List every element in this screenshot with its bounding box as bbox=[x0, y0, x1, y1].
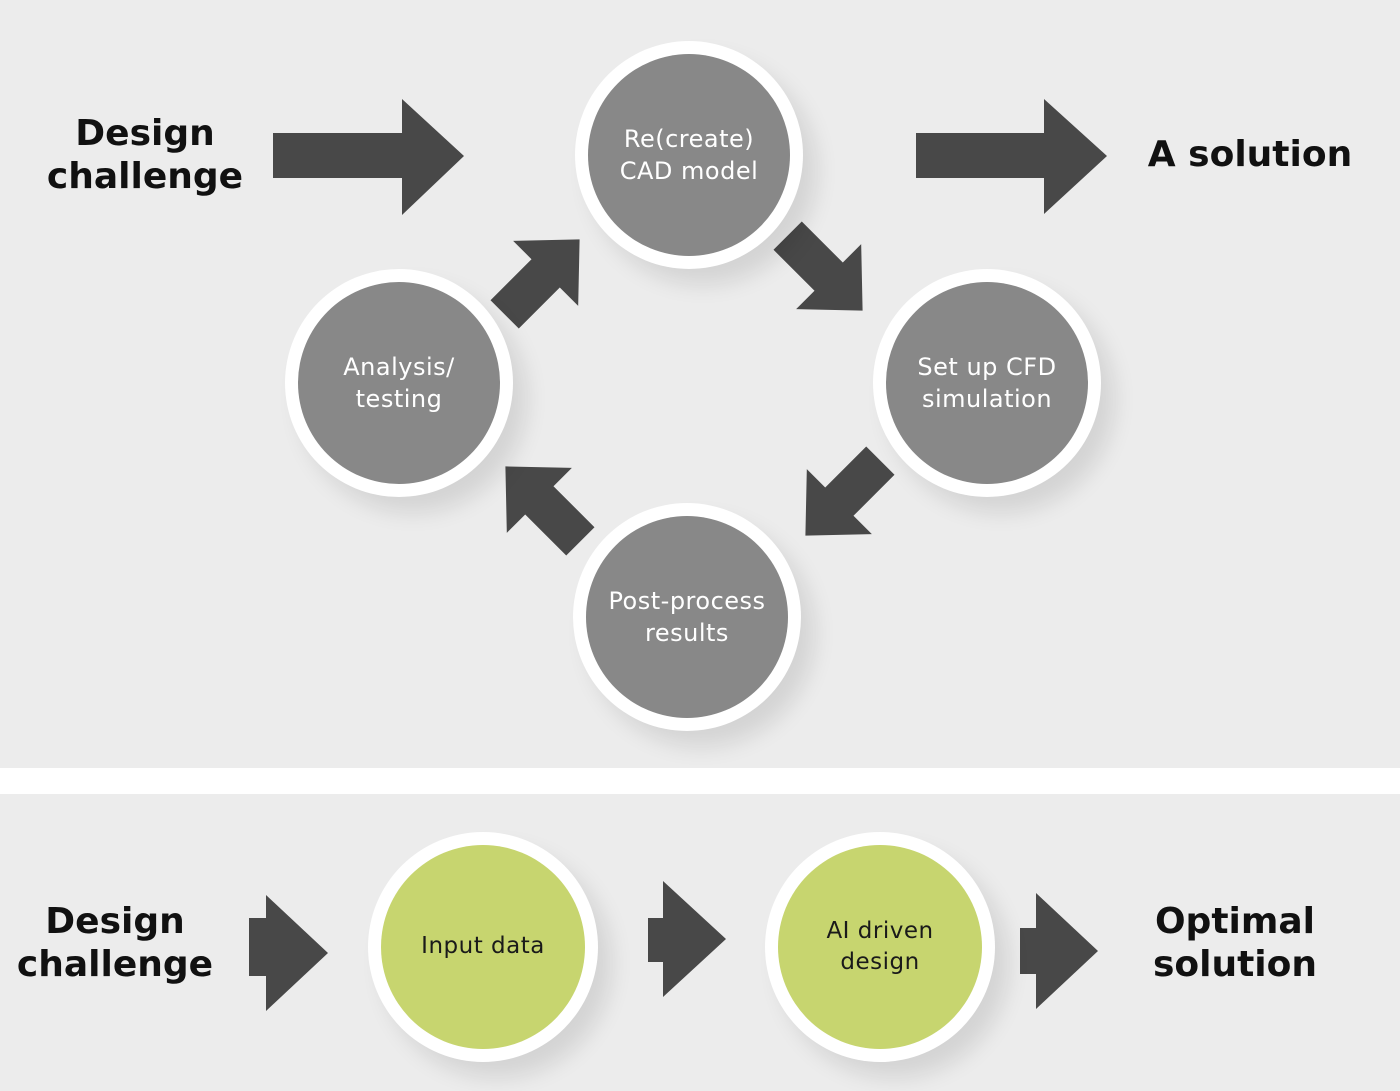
design-challenge-label: Design challenge bbox=[46, 113, 244, 198]
node-input-data-label: Input data bbox=[381, 845, 585, 1049]
node-setup-cfd-label: Set up CFD simulation bbox=[886, 282, 1088, 484]
node-post-process-label: Post-process results bbox=[586, 516, 788, 718]
a-solution-label: A solution bbox=[1147, 134, 1353, 175]
node-recreate-cad: Re(create) CAD model bbox=[575, 41, 803, 269]
node-recreate-cad-label: Re(create) CAD model bbox=[588, 54, 790, 256]
node-ai-design: AI driven design bbox=[765, 832, 995, 1062]
node-post-process: Post-process results bbox=[573, 503, 801, 731]
node-analysis-label: Analysis/ testing bbox=[298, 282, 500, 484]
node-ai-design-label: AI driven design bbox=[778, 845, 982, 1049]
node-analysis: Analysis/ testing bbox=[285, 269, 513, 497]
node-setup-cfd: Set up CFD simulation bbox=[873, 269, 1101, 497]
optimal-solution-label: Optimal solution bbox=[1152, 901, 1318, 986]
design-challenge-label-bottom: Design challenge bbox=[16, 901, 214, 986]
node-input-data: Input data bbox=[368, 832, 598, 1062]
